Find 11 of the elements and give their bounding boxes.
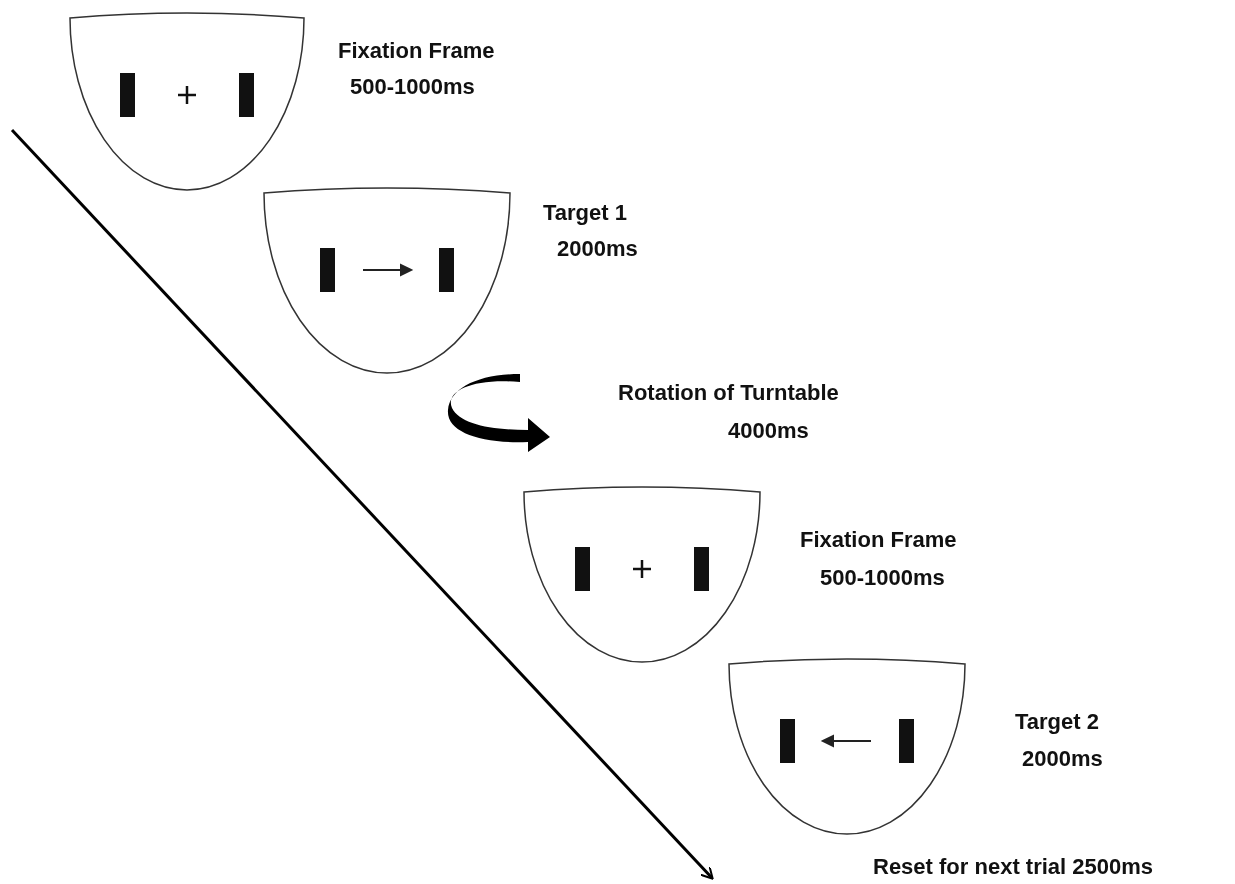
duration-label: 2000ms xyxy=(557,236,638,262)
frame-title: Fixation Frame xyxy=(338,38,495,64)
frame-title: Fixation Frame xyxy=(800,527,957,553)
duration-label: 2000ms xyxy=(1022,746,1103,772)
frame-title: Target 2 xyxy=(1015,709,1099,735)
step-label: Reset for next trial 2500ms xyxy=(873,854,1154,880)
duration-label: 500-1000ms xyxy=(820,565,945,591)
step-label: Rotation of Turntable xyxy=(618,380,839,406)
duration-label: 500-1000ms xyxy=(350,74,475,100)
duration-label: 4000ms xyxy=(728,418,809,444)
frame-title: Target 1 xyxy=(543,200,627,226)
